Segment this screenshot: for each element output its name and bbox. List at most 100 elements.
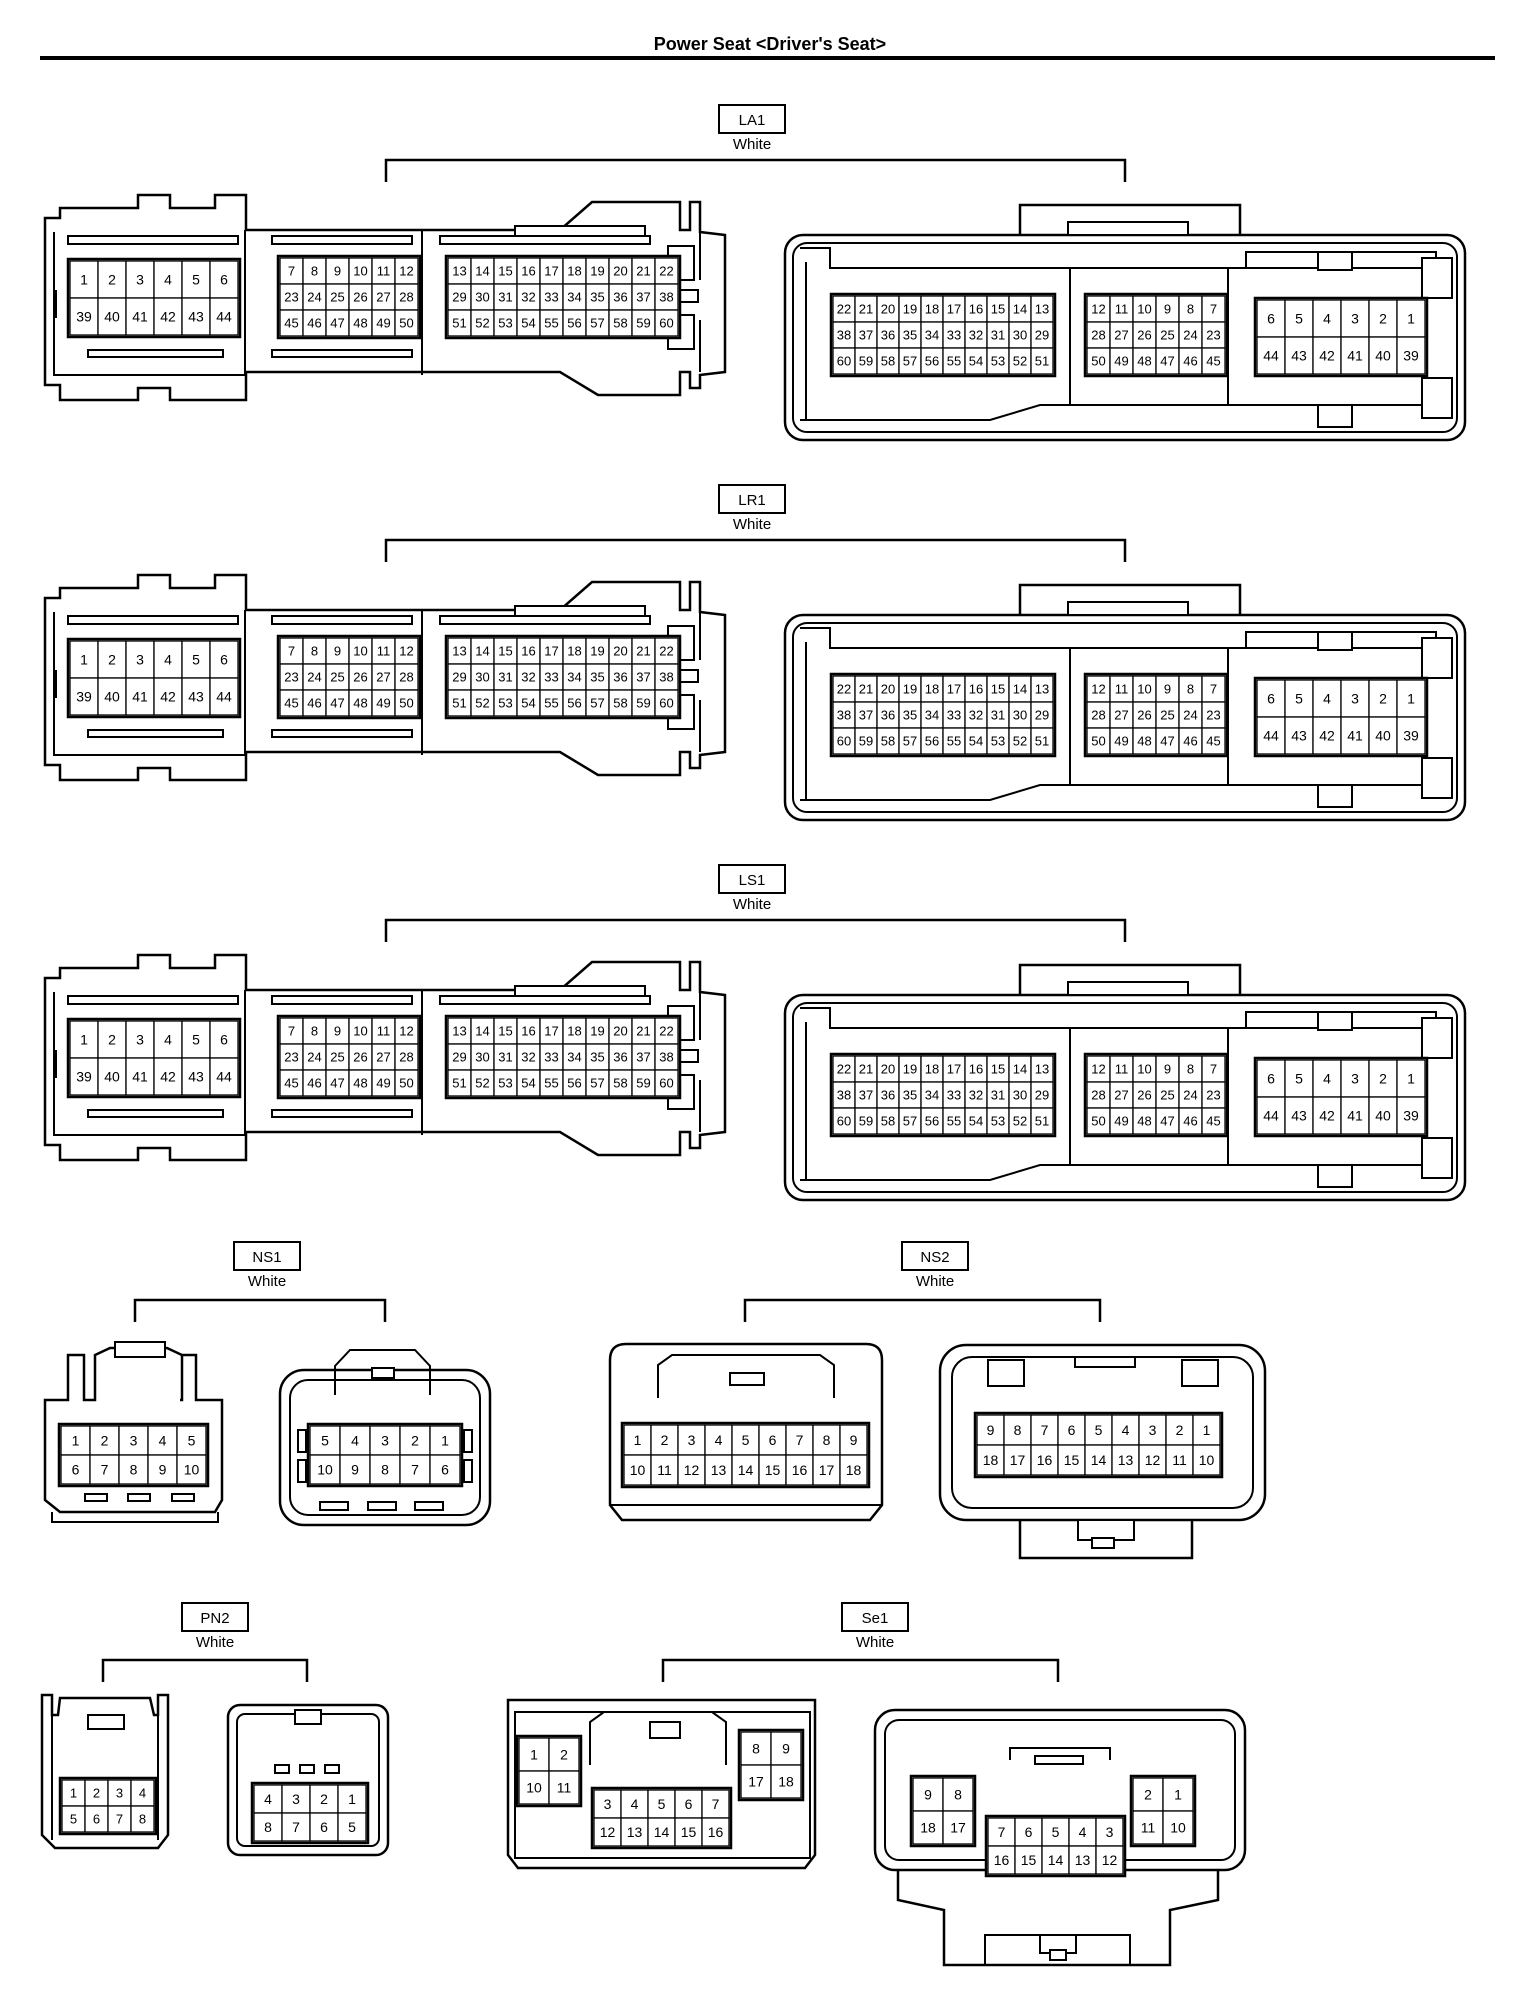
pin-cell [1284,716,1314,755]
pin-number: 12 [399,264,413,279]
pin-number: 37 [636,670,650,685]
pin-cell [369,1425,401,1456]
pin-number: 57 [903,354,917,369]
pin-number: 47 [330,1076,344,1091]
pin-cell [394,689,419,717]
pin-number: 56 [925,734,939,749]
pin-number: 18 [925,302,939,317]
pin-number: 21 [636,644,650,659]
pin-number: 26 [1137,328,1151,343]
pin-number: 12 [399,644,413,659]
pin-cell [181,260,211,299]
lock-tab [1317,1164,1353,1188]
key-slot [463,1459,473,1483]
key-slot [127,1493,151,1502]
lock-tab [1067,601,1189,616]
outline-path [43,573,727,782]
pin-number: 2 [93,1786,100,1801]
pin-number: 9 [334,644,341,659]
pin-number: 37 [636,1050,650,1065]
pin-cell [1111,1444,1140,1476]
lock-tab [1317,631,1353,651]
pin-number: 53 [991,1114,1005,1129]
pin-cell [97,677,127,716]
pin-number: 3 [381,1433,389,1449]
pin-cell [309,1454,341,1485]
pin-cell [369,1454,401,1485]
pin-number: 28 [399,290,413,305]
pin-number: 31 [991,328,1005,343]
pin-number: 24 [307,290,321,305]
outline-path [800,247,1450,421]
pin-cell [704,1454,733,1486]
pin-number: 11 [557,1780,572,1796]
pin-number: 38 [837,1088,851,1103]
pin-number: 7 [1210,1062,1217,1077]
pin-number: 1 [1407,311,1415,327]
pin-number: 20 [881,682,895,697]
pin-cell [518,1737,550,1772]
pin-cell [97,1020,127,1059]
pin-number: 3 [688,1432,696,1448]
pin-number: 37 [859,328,873,343]
pin-number: 39 [1403,1108,1419,1124]
pin-number: 23 [284,290,298,305]
pin-number: 52 [1013,734,1027,749]
latch-bar [439,615,651,625]
pin-number: 2 [108,272,116,288]
pin-number: 2 [101,1433,109,1449]
pin-number: 38 [659,290,673,305]
latch-bar [67,995,239,1005]
pin-number: 46 [1183,1114,1197,1129]
pin-number: 19 [903,302,917,317]
pin-number: 16 [969,682,983,697]
pin-number: 7 [288,264,295,279]
pin-cell [976,1444,1005,1476]
pin-number: 6 [72,1462,80,1478]
pin-number: 4 [164,272,172,288]
pin-cell [153,297,183,336]
pin-cell [1030,1414,1059,1446]
pin-number: 51 [452,1076,466,1091]
pin-number: 2 [1379,691,1387,707]
pin-number: 15 [991,1062,1005,1077]
pin-cell [309,1425,341,1456]
lock-tab [114,1341,166,1358]
lock-tab [87,1714,125,1730]
pin-cell [1256,1096,1286,1135]
pin-number: 44 [1263,348,1279,364]
pin-number: 2 [411,1433,419,1449]
pin-number: 50 [399,696,413,711]
pin-number: 53 [991,354,1005,369]
pin-number: 60 [659,696,673,711]
connector-code-box [718,104,786,134]
key-slot [297,1429,307,1453]
pin-number: 5 [348,1819,356,1835]
pin-number: 8 [823,1432,831,1448]
pin-number: 33 [947,1088,961,1103]
pin-cell [1312,1059,1342,1098]
connector-code: NS2 [920,1249,949,1266]
outline-path [1018,1520,1194,1560]
pin-cell [309,1812,339,1842]
pin-cell [125,260,155,299]
pin-cell [1192,1414,1221,1446]
pin-number: 16 [994,1852,1010,1868]
pin-number: 7 [116,1812,123,1827]
pin-number: 1 [348,1791,356,1807]
pin-number: 59 [859,1114,873,1129]
pin-number: 5 [1295,691,1303,707]
connector-bracket [661,1658,1060,1682]
pin-number: 18 [846,1462,862,1478]
pin-number: 3 [604,1796,612,1812]
pin-cell [1396,679,1426,718]
pin-number: 15 [498,644,512,659]
